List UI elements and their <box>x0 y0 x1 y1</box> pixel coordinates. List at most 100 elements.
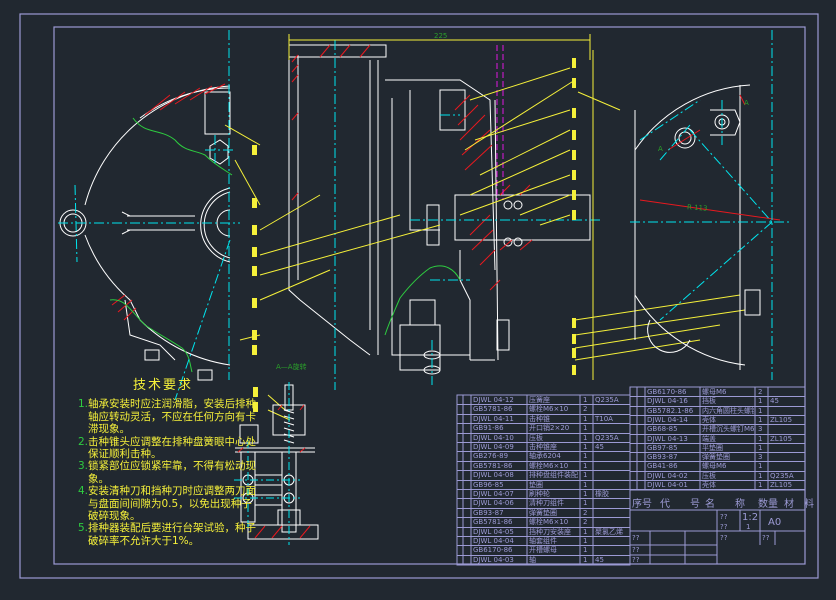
parts-cell-qty: 1 <box>583 433 588 442</box>
overall-dimension-label: 225 <box>434 32 448 40</box>
parts-cell-name: 螺栓M6×10 <box>529 461 569 470</box>
section-a-a-hatch <box>237 404 311 539</box>
inner-frame <box>53 26 806 565</box>
right-view-radius-line <box>639 199 781 221</box>
parts-cell-code: GB91-86 <box>473 424 504 433</box>
technical-requirements-title: 技术要求 <box>132 378 193 393</box>
parts-cell-code: DJWL 04-03 <box>473 555 514 564</box>
parts-cell-code: GB6170-86 <box>473 546 513 555</box>
parts-row-divider <box>457 460 630 462</box>
parts-cell-qty: 1 <box>583 396 588 404</box>
parts-cell-name: 轴 <box>529 555 536 564</box>
parts-cell-qty: 2 <box>758 388 763 396</box>
parts-cell-qty: 1 <box>583 452 588 461</box>
parts-cell-name: 挡种刀安装座 <box>529 527 571 536</box>
parts-cell-name: 弹簧垫圈 <box>529 508 557 517</box>
requirement-item: 2.击种锥头应调整在排种盘簧眼中心处保证顺利击种。 <box>78 436 258 461</box>
parts-cell-code: DJWL 04-07 <box>473 490 514 498</box>
parts-cell-qty: 1 <box>758 434 763 443</box>
parts-cell-material: 45 <box>770 397 779 406</box>
sheets-value: 1 <box>746 523 751 531</box>
parts-row-divider <box>630 442 805 444</box>
parts-cell-code: GB96-85 <box>473 480 504 489</box>
parts-cell-code: DJWL 04-05 <box>473 527 514 536</box>
parts-cell-code: DJWL 04-12 <box>473 396 514 404</box>
requirement-text: 轴承安装时应注润滑脂，安装后排种轴应转动灵活，不应在任何方向有卡滞现象。 <box>88 398 256 436</box>
section-label: A—A旋转 <box>276 363 307 371</box>
parts-cell-name: 排种盘组件装配 <box>529 471 578 480</box>
parts-cell-qty: 1 <box>583 480 588 489</box>
parts-cell-material: T10A <box>595 414 613 423</box>
parts-cell-material: Q235A <box>595 433 619 442</box>
parts-cell-name: 压板 <box>702 471 716 480</box>
parts-cell-qty: 3 <box>758 453 763 462</box>
parts-row-divider <box>630 452 805 454</box>
parts-row-divider <box>457 423 630 425</box>
parts-cell-qty: 1 <box>758 415 763 424</box>
parts-cell-name: 轴承6204 <box>529 452 561 461</box>
parts-row-divider <box>630 461 805 463</box>
parts-row-divider <box>630 480 805 481</box>
parts-cell-qty: 1 <box>583 555 588 564</box>
header-seq: 序号 <box>632 499 652 510</box>
section-mark-a-top: A <box>744 99 749 107</box>
parts-cell-name: 螺母M6 <box>702 388 727 396</box>
parts-cell-name: 螺母M6 <box>702 462 727 471</box>
left-view-hatching <box>111 83 226 321</box>
technical-requirements: 技术要求 1.轴承安装时应注润滑脂，安装后排种轴应转动灵活，不应在任何方向有卡滞… <box>78 379 258 547</box>
parts-cell-code: DJWL 04-06 <box>473 499 514 508</box>
parts-cell-name: 弹簧垫圈 <box>702 453 730 462</box>
header-name: 名 称 <box>705 499 745 510</box>
parts-cell-code: DJWL 04-08 <box>473 471 514 480</box>
parts-cell-code: DJWL 04-09 <box>473 443 514 451</box>
parts-cell-qty: 1 <box>583 424 588 433</box>
section-a-a-centerlines <box>234 382 300 545</box>
parts-cell-qty: 3 <box>758 425 763 434</box>
parts-row-divider <box>630 414 805 416</box>
label-sheets: ?? <box>720 523 728 531</box>
outer-frame <box>19 13 819 579</box>
label-a: ?? <box>720 534 728 542</box>
parts-cell-code: DJWL 04-01 <box>647 481 688 489</box>
parts-cell-material: 45 <box>595 443 604 451</box>
parts-row-divider <box>457 564 630 566</box>
main-view-centerlines <box>334 40 600 390</box>
requirement-number: 2. <box>78 435 89 448</box>
main-view-hatching <box>291 44 533 291</box>
balloon-markers <box>252 58 576 412</box>
parts-cell-code: GB97-85 <box>647 443 678 452</box>
parts-cell-name: 平垫圈 <box>702 443 723 452</box>
parts-cell-name: 螺栓M6×10 <box>529 405 569 414</box>
main-view-break-lines <box>384 265 461 336</box>
parts-cell-name: 挡板 <box>702 397 716 406</box>
parts-cell-code: GB68-85 <box>647 425 678 434</box>
left-view-centerlines <box>58 30 240 401</box>
left-side-view <box>59 85 231 381</box>
requirement-number: 4. <box>78 485 89 498</box>
parts-cell-material: ZL105 <box>770 481 793 489</box>
parts-cell-qty: 1 <box>758 481 763 489</box>
hidden-lines <box>496 45 504 200</box>
section-mark-a-bottom: A <box>658 145 663 153</box>
parts-row-divider <box>457 545 630 547</box>
parts-cell-name: 击种锥座 <box>529 443 557 451</box>
parts-cell-code: DJWL 04-13 <box>647 434 688 443</box>
parts-cell-qty: 1 <box>583 490 588 498</box>
overall-dimension <box>288 34 591 60</box>
label-design: ?? <box>632 534 640 542</box>
parts-cell-name: 开口销2×20 <box>529 424 570 433</box>
scale-value: 1:2 <box>742 512 759 523</box>
main-section-view <box>288 44 591 375</box>
parts-row-divider <box>630 424 805 426</box>
parts-cell-code: DJWL 04-10 <box>473 433 514 442</box>
parts-cell-material: ZL105 <box>770 415 793 424</box>
parts-cell-qty: 1 <box>758 471 763 480</box>
parts-cell-code: GB5781-86 <box>473 405 513 414</box>
parts-cell-name: 刷种轮 <box>529 490 550 498</box>
parts-row-divider <box>630 489 805 491</box>
parts-row-divider <box>457 507 630 509</box>
parts-cell-code: GB6170-86 <box>647 388 687 396</box>
parts-cell-material: ZL105 <box>770 434 793 443</box>
parts-cell-code: GB41-86 <box>647 462 678 471</box>
parts-cell-code: GB5781-86 <box>473 518 513 527</box>
